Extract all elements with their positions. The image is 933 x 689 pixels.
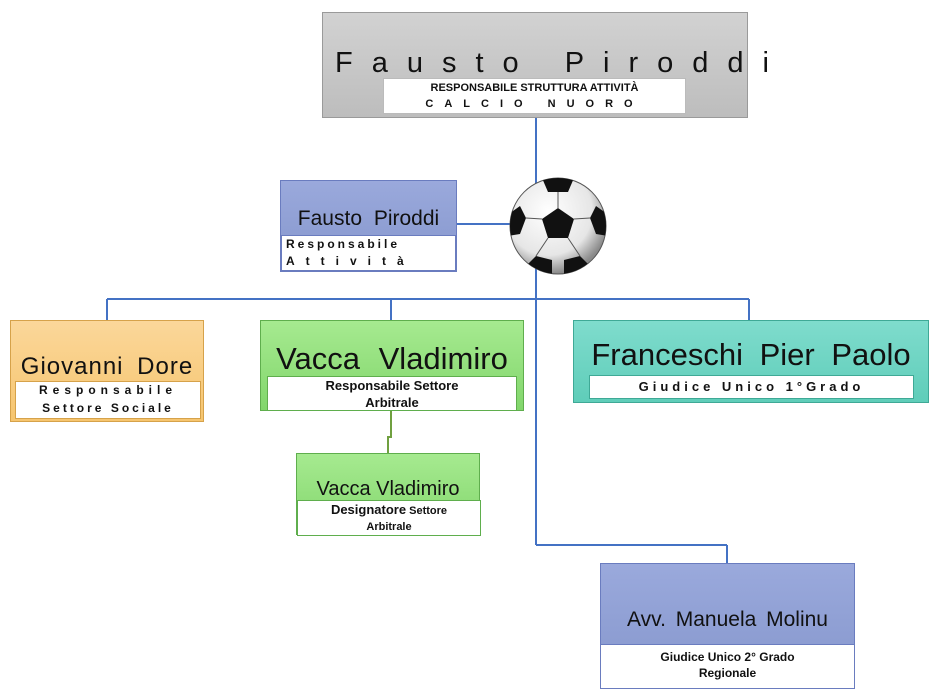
top-node-role-line2: CALCIO NUORO: [425, 98, 644, 110]
designatore-node-role-bold: Designatore: [330, 502, 407, 517]
giudice2-node-role-line2: Regionale: [698, 666, 757, 680]
attivita-node-role-line1: Responsabile: [286, 237, 401, 251]
soccer-ball-icon: [509, 177, 607, 275]
designatore-node-name: Vacca Vladimiro: [316, 478, 460, 500]
connector-arbitrale-to-designatore: [387, 410, 392, 453]
top-node-role-line1: RESPONSABILE STRUTTURA ATTIVITÀ: [430, 82, 639, 94]
attivita-node: Fausto Piroddi Responsabile Attività: [280, 180, 457, 272]
giudice2-node-role: Giudice Unico 2° Grado Regionale: [601, 644, 854, 688]
top-node: Fausto Piroddi RESPONSABILE STRUTTURA AT…: [322, 12, 788, 118]
giudice2-node: Avv. Manuela Molinu Giudice Unico 2° Gra…: [600, 563, 855, 689]
sociale-node-role-line2: Settore Sociale: [42, 401, 174, 415]
designatore-node-role-rest: Settore: [406, 505, 448, 517]
sociale-node-role-line1: Responsabile: [38, 383, 178, 397]
giudice2-node-name: Avv. Manuela Molinu: [627, 608, 828, 631]
sociale-node-role: Responsabile Settore Sociale: [15, 381, 201, 419]
sociale-node-name: Giovanni Dore: [20, 353, 194, 380]
arbitrale-node-role-line1: Responsabile Settore: [325, 378, 459, 393]
giudice1-node-name: Franceschi Pier Paolo: [591, 337, 911, 372]
attivita-node-role-line2: Attività: [286, 254, 415, 268]
arbitrale-node-role: Responsabile Settore Arbitrale: [267, 376, 517, 411]
top-node-role: RESPONSABILE STRUTTURA ATTIVITÀ CALCIO N…: [383, 78, 686, 114]
attivita-node-role: Responsabile Attività: [281, 235, 456, 271]
attivita-node-name: Fausto Piroddi: [297, 207, 440, 230]
designatore-node-role-line1: Designatore Settore: [298, 502, 480, 519]
arbitrale-node: Vacca Vladimiro Responsabile Settore Arb…: [260, 320, 524, 411]
designatore-node-role: Designatore Settore Arbitrale: [297, 500, 481, 536]
sociale-node: Giovanni Dore Responsabile Settore Socia…: [10, 320, 204, 422]
designatore-node-role-line2: Arbitrale: [366, 521, 412, 533]
top-node-name: Fausto Piroddi: [335, 47, 788, 79]
arbitrale-node-role-line2: Arbitrale: [365, 395, 419, 410]
giudice1-node-role: Giudice Unico 1°Grado: [589, 375, 914, 399]
designatore-node: Vacca Vladimiro Designatore Settore Arbi…: [296, 453, 481, 536]
giudice2-node-role-line1: Giudice Unico 2° Grado: [660, 650, 795, 664]
arbitrale-node-name: Vacca Vladimiro: [276, 341, 508, 376]
giudice1-node: Franceschi Pier Paolo Giudice Unico 1°Gr…: [573, 320, 929, 403]
